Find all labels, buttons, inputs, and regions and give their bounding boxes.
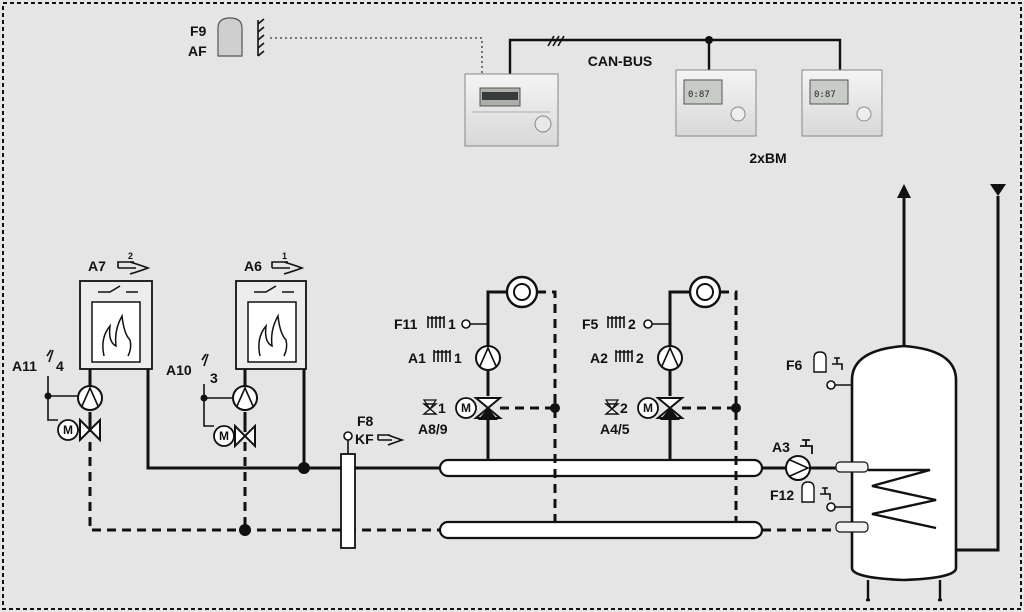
outdoor-sensor-link — [270, 37, 483, 76]
burner-icon — [117, 261, 151, 275]
boiler-2-code: A6 — [244, 258, 262, 274]
circuit-1-sensor-index: 1 — [448, 316, 456, 332]
flame-icon — [102, 313, 132, 357]
mixer-valve-icon — [422, 399, 438, 415]
circuit-2-flow-sensor: F5 — [582, 316, 599, 332]
tap-icon — [800, 439, 813, 454]
supply-header — [438, 458, 764, 478]
thermostat-icon — [801, 481, 815, 503]
circuit-1-flow-sensor: F11 — [394, 316, 418, 332]
radiator-icon — [433, 350, 451, 362]
dhw-tank — [835, 344, 958, 602]
room-unit-display: 0:87 — [688, 90, 710, 100]
pump-icon — [77, 385, 103, 411]
boiler-2-index: 1 — [282, 251, 287, 261]
return-pipe — [88, 442, 440, 532]
collector-sensor-code: F8 — [357, 413, 374, 429]
heat-exchanger-coil — [868, 468, 937, 530]
circuit-1-pump-index: 1 — [454, 350, 462, 366]
motor-icon: M — [57, 419, 79, 441]
supply-pipe — [146, 369, 440, 470]
motor-icon: M — [637, 397, 659, 419]
motor-icon: M — [455, 397, 477, 419]
thermostat-icon — [813, 351, 827, 373]
circuit-2-mixer: A4/5 — [600, 421, 630, 437]
circuit-2-pump-index: 2 — [636, 350, 644, 366]
circuit-2-pump: A2 — [590, 350, 608, 366]
boiler-2-valve-code: A10 — [166, 362, 192, 378]
main-controller — [464, 73, 559, 147]
radiator-icon — [615, 350, 633, 362]
circuit-1-mixer: A8/9 — [418, 421, 448, 437]
circuit-2-mixer-index: 2 — [620, 400, 628, 416]
outdoor-sensor: F9 AF — [188, 17, 265, 59]
burner-icon — [271, 261, 305, 275]
collector-sensor-name: KF — [355, 431, 374, 447]
svg-text:M: M — [63, 423, 73, 437]
boiler-1-valve-code: A11 — [12, 358, 37, 374]
radiator-icon — [607, 316, 625, 328]
valve-icon — [655, 397, 685, 420]
radiator-icon — [505, 275, 539, 309]
room-unit-display: 0:87 — [814, 90, 836, 100]
boiler-2-valve-index: 3 — [210, 370, 218, 386]
dhw-sensor-top-code: F6 — [786, 357, 803, 373]
thermostat-icon — [217, 17, 243, 57]
circuit-2-sensor-index: 2 — [628, 316, 636, 332]
valve-icon — [79, 417, 101, 443]
circuit-1-pump: A1 — [408, 350, 426, 366]
room-unit-1: 0:87 — [675, 69, 757, 137]
pump-icon — [785, 455, 811, 481]
burner-icon — [377, 434, 405, 446]
dhw-sensor-bottom-code: F12 — [770, 487, 794, 503]
circuit-1-mixer-index: 1 — [438, 400, 446, 416]
outdoor-sensor-name: AF — [188, 43, 207, 59]
pump-icon — [657, 345, 683, 371]
pump-icon — [232, 385, 258, 411]
svg-text:M: M — [461, 401, 471, 415]
boiler-1-valve-index: 4 — [56, 358, 64, 374]
boiler-1-index: 2 — [128, 251, 133, 261]
boiler-1: A7 2 — [79, 251, 153, 370]
boiler-1-code: A7 — [88, 258, 106, 274]
circuit-1: M — [455, 275, 560, 522]
radiator-icon — [427, 316, 445, 328]
valve-icon — [473, 397, 503, 420]
tap-icon — [820, 487, 831, 500]
room-unit-2: 0:87 — [801, 69, 883, 137]
svg-text:M: M — [219, 429, 229, 443]
flame-icon — [258, 313, 288, 357]
circuit-2: M — [637, 275, 741, 522]
return-header — [438, 520, 764, 540]
hydraulic-separator — [340, 431, 356, 549]
can-bus-label: CAN-BUS — [588, 53, 653, 69]
mixer-valve-icon — [604, 399, 620, 415]
radiator-icon — [688, 275, 722, 309]
motor-icon: M — [213, 425, 235, 447]
can-bus: CAN-BUS — [508, 35, 842, 75]
valve-icon — [234, 423, 256, 449]
room-units-label: 2xBM — [749, 150, 786, 166]
tap-icon — [832, 357, 843, 370]
outdoor-sensor-code: F9 — [190, 23, 207, 39]
dhw-pump-code: A3 — [772, 439, 790, 455]
boiler-2: A6 1 — [235, 251, 307, 370]
pump-icon — [475, 345, 501, 371]
svg-text:M: M — [643, 401, 653, 415]
